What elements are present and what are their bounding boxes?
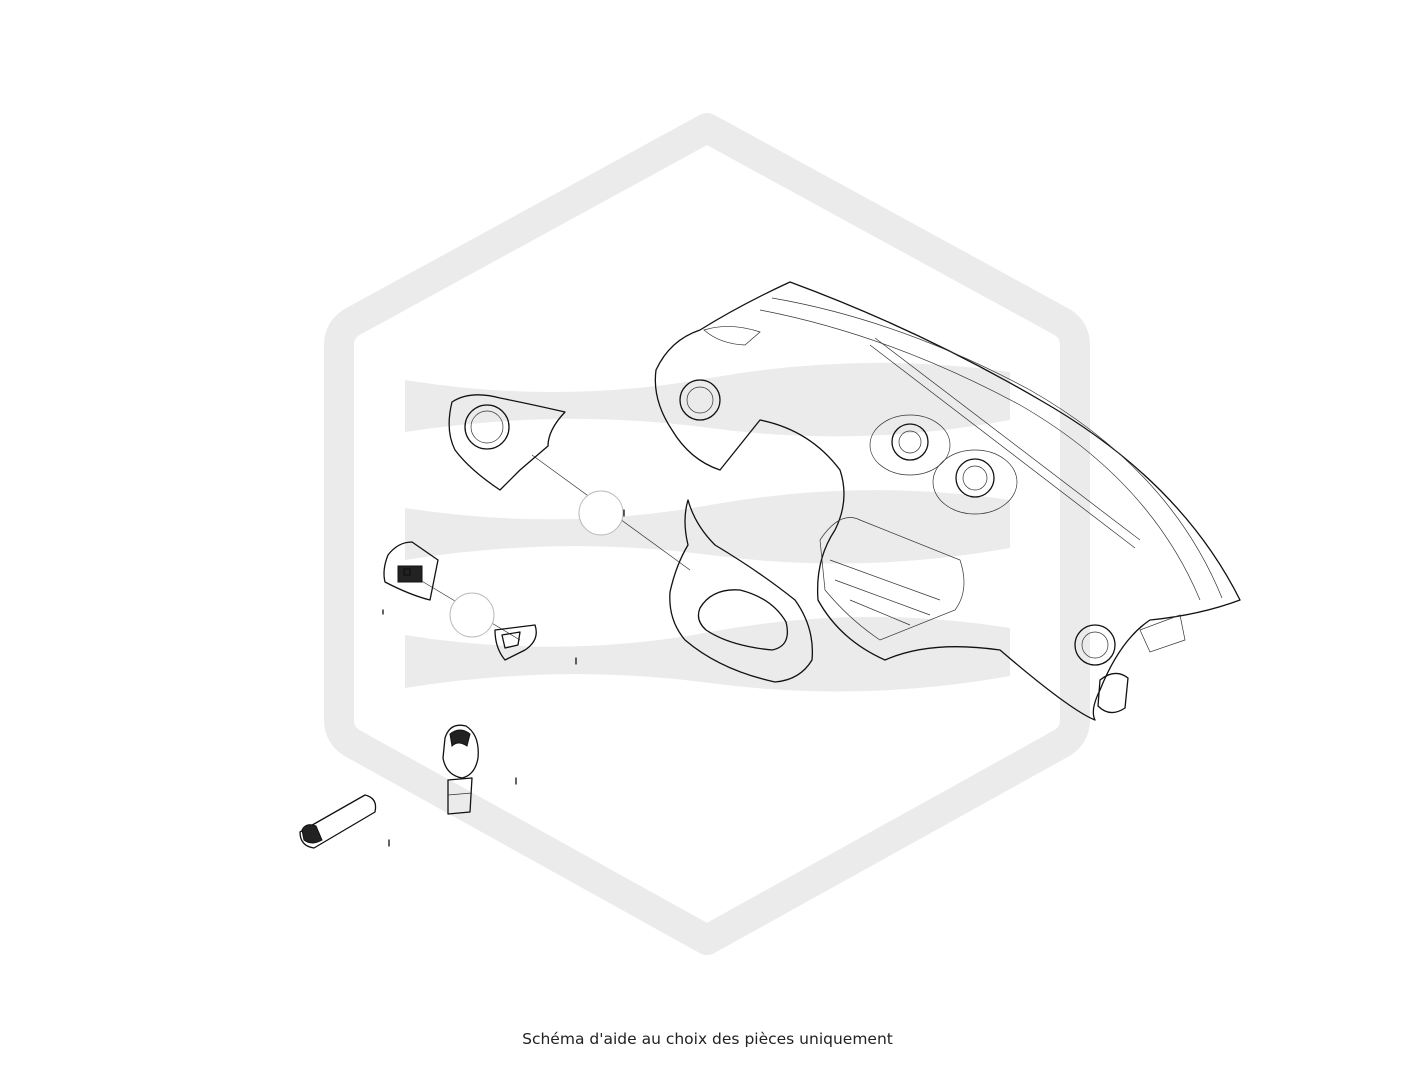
instrument-cluster-cover — [448, 394, 566, 491]
gear-shift-knob — [442, 724, 479, 815]
fastener-marks — [382, 509, 625, 847]
switch-bezel — [494, 624, 537, 661]
callout-circle-2 — [449, 592, 495, 638]
watermark-logo — [324, 113, 1090, 955]
callout-circle-1 — [578, 490, 624, 536]
switch-panel — [383, 541, 439, 601]
dashboard-panel — [654, 281, 1241, 721]
diagram-caption: Schéma d'aide au choix des pièces unique… — [522, 1030, 893, 1048]
handbrake-grip — [299, 794, 377, 849]
center-console-trim — [669, 499, 814, 683]
